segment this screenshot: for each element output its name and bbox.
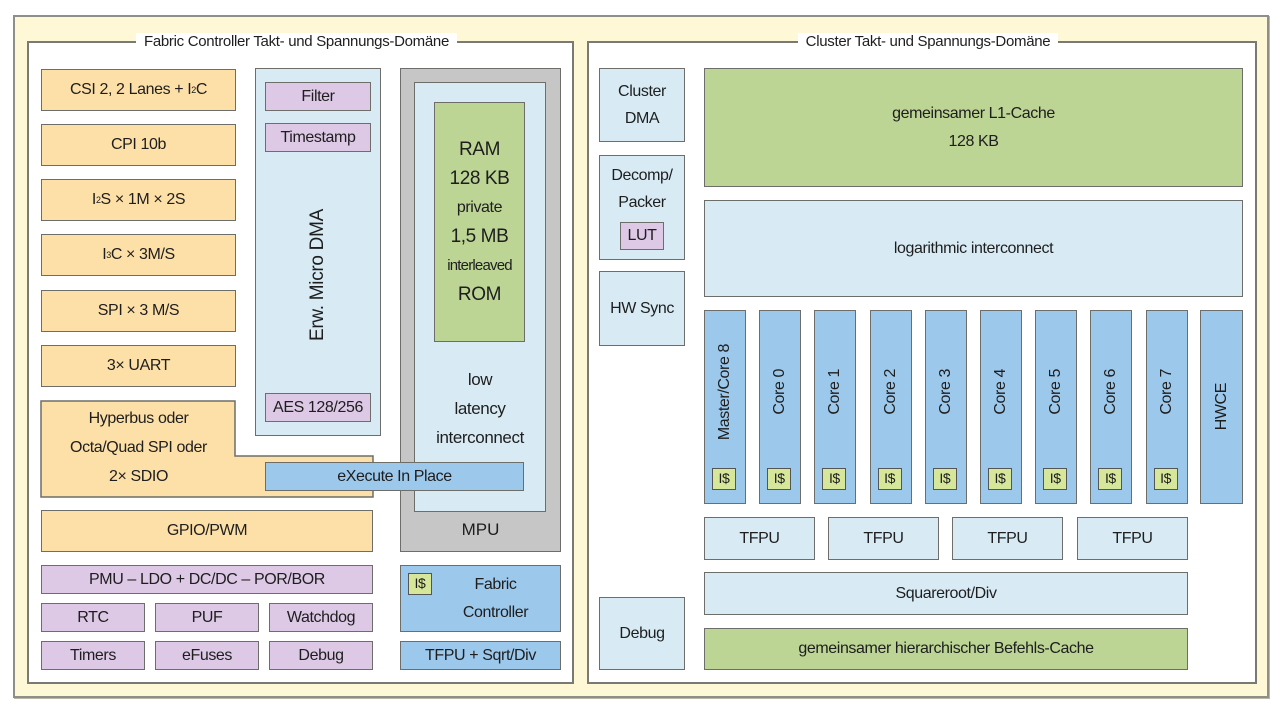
core-label: Core 2 xyxy=(881,369,899,415)
timestamp-block: Timestamp xyxy=(265,123,371,152)
core-label: Core 6 xyxy=(1102,369,1120,415)
core-icache-icon: I$ xyxy=(712,468,736,490)
low-latency-interconnect-label: low latency interconnect xyxy=(436,370,524,447)
core-label: Master/Core 8 xyxy=(716,343,733,441)
fabric-icache-icon: I$ xyxy=(408,573,432,595)
squareroot-div-block: Squareroot/Div xyxy=(704,572,1188,615)
core-icache-icon: I$ xyxy=(988,468,1012,490)
l1-cache-block: gemeinsamer L1-Cache 128 KB xyxy=(704,68,1243,187)
core-label: Core 1 xyxy=(826,369,844,415)
peripheral-uart: 3× UART xyxy=(41,345,236,387)
watchdog-block: Watchdog xyxy=(269,603,373,632)
aes-block: AES 128/256 xyxy=(265,393,371,422)
core-block: Core 6 I$ xyxy=(1090,310,1133,504)
core-icache-icon: I$ xyxy=(1043,468,1068,490)
core-block: Core 1 I$ xyxy=(814,310,857,504)
rtc-block: RTC xyxy=(41,603,145,632)
core-block: Core 4 I$ xyxy=(980,310,1022,504)
debug-block-fabric: Debug xyxy=(269,641,373,670)
hyperbus-label: Hyperbus oder Octa/Quad SPI oder 2× SDIO xyxy=(70,410,207,485)
peripheral-spi: SPI × 3 M/S xyxy=(41,290,236,332)
core-block: Master/Core 8 I$ xyxy=(704,310,746,504)
core-block: Core 3 I$ xyxy=(924,310,967,504)
hwce-block: HWCE xyxy=(1200,310,1243,504)
efuses-block: eFuses xyxy=(155,641,259,670)
core-icache-icon: I$ xyxy=(877,468,902,490)
core-icache-icon: I$ xyxy=(1153,468,1178,490)
core-label: Core 3 xyxy=(936,369,954,415)
timers-block: Timers xyxy=(41,641,145,670)
micro-dma-label: Erw. Micro DMA xyxy=(307,209,328,341)
filter-block: Filter xyxy=(265,82,371,111)
debug-block-cluster: Debug xyxy=(599,597,685,670)
fabric-domain-title: Fabric Controller Takt- und Spannungs-Do… xyxy=(135,33,458,50)
tfpu-sqrt-div-block: TFPU + Sqrt/Div xyxy=(400,641,561,670)
core-label: Core 4 xyxy=(992,369,1009,415)
core-label: Core 0 xyxy=(771,369,789,415)
xip-block: eXecute In Place xyxy=(265,462,524,491)
core-icache-icon: I$ xyxy=(1098,468,1123,490)
core-block: Core 0 I$ xyxy=(759,310,802,504)
logarithmic-interconnect-block: logarithmic interconnect xyxy=(704,200,1243,297)
peripheral-cpi: CPI 10b xyxy=(41,124,236,166)
gpio-pwm-block: GPIO/PWM xyxy=(41,510,373,552)
core-block: Core 5 I$ xyxy=(1035,310,1078,504)
tfpu-block: TFPU xyxy=(828,517,939,560)
mpu-label: MPU xyxy=(461,520,500,539)
core-label: Core 5 xyxy=(1047,369,1065,415)
core-block: Core 7 I$ xyxy=(1145,310,1188,504)
core-icache-icon: I$ xyxy=(932,468,957,490)
cluster-dma-block: Cluster DMA xyxy=(599,68,685,142)
pmu-block: PMU – LDO + DC/DC – POR/BOR xyxy=(41,565,373,594)
tfpu-block: TFPU xyxy=(704,517,815,560)
core-icache-icon: I$ xyxy=(822,468,847,490)
cluster-domain-title: Cluster Takt- und Spannungs-Domäne xyxy=(797,33,1059,50)
core-label: Core 7 xyxy=(1157,369,1175,415)
hw-sync-block: HW Sync xyxy=(599,271,685,346)
instruction-cache-block: gemeinsamer hierarchischer Befehls-Cache xyxy=(704,628,1188,670)
ram-rom-block: RAM 128 KB private 1,5 MB interleaved RO… xyxy=(434,102,525,342)
puf-block: PUF xyxy=(155,603,259,632)
core-block: Core 2 I$ xyxy=(869,310,912,504)
tfpu-block: TFPU xyxy=(952,517,1063,560)
tfpu-block: TFPU xyxy=(1077,517,1188,560)
core-icache-icon: I$ xyxy=(767,468,792,490)
lut-block: LUT xyxy=(620,222,664,250)
